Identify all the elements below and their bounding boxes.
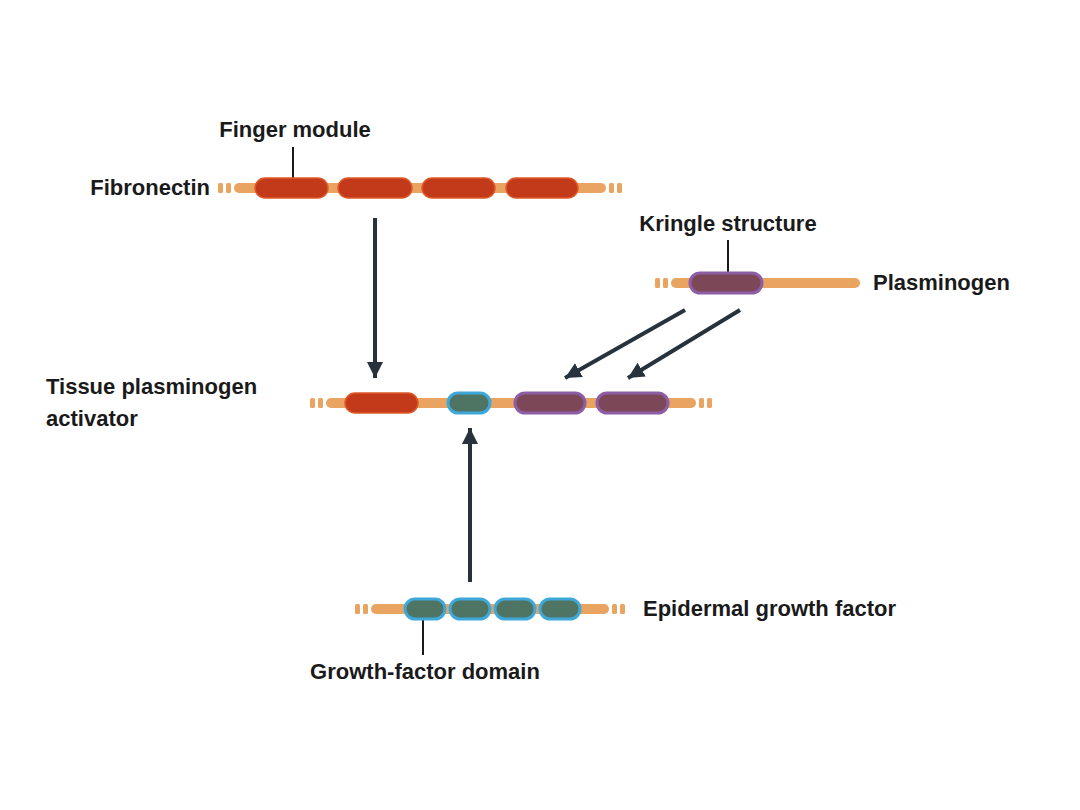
chain-segment (226, 183, 231, 193)
gf-domain (450, 599, 490, 619)
leader-line (292, 147, 294, 178)
protein-bar: Tissue plasminogen activator (310, 391, 712, 415)
gf-domain (405, 599, 445, 619)
bar-graphic (355, 597, 625, 621)
protein-bar: Fibronectin (218, 176, 622, 200)
kringle-domain (597, 393, 668, 413)
gf-domain (540, 599, 580, 619)
arrow-connector (565, 310, 685, 378)
arrow-connector (373, 218, 377, 378)
protein-name: Fibronectin (90, 172, 210, 204)
bar-graphic (218, 176, 622, 200)
finger-domain (506, 178, 578, 198)
finger-domain (255, 178, 328, 198)
callout-label: Growth-factor domain (310, 659, 540, 685)
chain-segment (617, 183, 622, 193)
leader-line (422, 620, 424, 655)
arrow-connector (468, 428, 472, 582)
arrow-connector (628, 310, 740, 378)
kringle-domain (515, 393, 585, 413)
chain-segment (620, 604, 625, 614)
chain-segment (318, 398, 323, 408)
protein-bar: Epidermal growth factor (355, 597, 625, 621)
kringle-domain (690, 273, 762, 293)
chain-segment (663, 278, 668, 288)
chain-segment (612, 604, 617, 614)
protein-bar: Plasminogen (655, 271, 860, 295)
finger-domain (338, 178, 412, 198)
protein-name: Tissue plasminogen activator (46, 371, 298, 435)
chain-segment (699, 398, 704, 408)
chain-segment (363, 604, 368, 614)
bar-graphic (655, 271, 860, 295)
chain-segment (707, 398, 712, 408)
finger-domain (422, 178, 495, 198)
gf-domain (448, 393, 490, 413)
protein-name: Epidermal growth factor (643, 593, 896, 625)
protein-name: Plasminogen (873, 267, 1010, 299)
callout-label: Finger module (219, 117, 371, 143)
chain-segment (609, 183, 614, 193)
leader-line (727, 240, 729, 273)
gf-domain (495, 599, 535, 619)
chain-segment (218, 183, 223, 193)
callout-label: Kringle structure (639, 211, 816, 237)
chain-segment (310, 398, 315, 408)
chain-segment (655, 278, 660, 288)
bar-graphic (310, 391, 712, 415)
chain-segment (355, 604, 360, 614)
finger-domain (345, 393, 418, 413)
